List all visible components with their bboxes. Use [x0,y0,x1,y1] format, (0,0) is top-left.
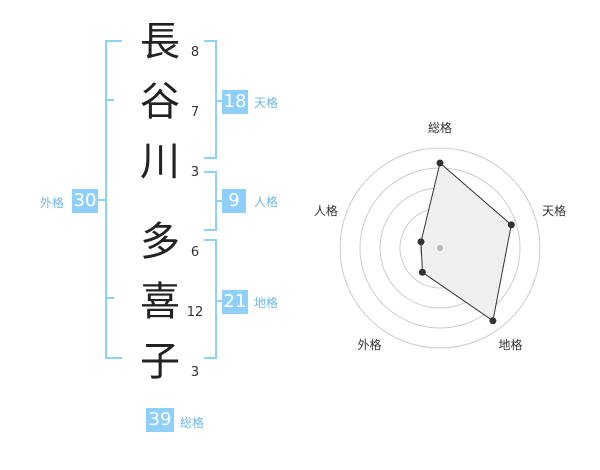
jinkaku-value: 9 [222,189,246,213]
radar-points [417,159,515,325]
radar-point [507,221,515,229]
stroke-count-2: 7 [190,105,200,120]
name-char-5: 喜 [140,279,180,325]
soukaku-value: 39 [146,408,174,432]
name-char-4: 多 [140,219,180,265]
tenkaku-value: 18 [222,90,248,114]
radar-area [420,162,512,322]
soukaku-label: 総格 [180,416,205,430]
radar-axis-label: 天格 [542,203,566,218]
gaikaku-value: 30 [72,189,98,213]
chikaku-bracket [204,239,217,359]
stroke-count-3: 3 [190,165,200,180]
radar-axis-label: 人格 [314,203,338,218]
name-char-6: 子 [140,339,180,385]
chikaku-label: 地格 [254,296,279,310]
radar-point [418,268,426,276]
radar-ring [339,147,541,349]
radar-point [417,238,425,246]
radar-point [436,159,444,167]
stroke-count-6: 3 [190,365,200,380]
name-char-2: 谷 [140,79,180,125]
tenkaku-bracket [204,40,217,159]
name-char-3: 川 [140,139,180,185]
jinkaku-label: 人格 [254,195,279,209]
radar-axis-label: 地格 [499,337,523,352]
stroke-count-5: 12 [186,305,204,320]
radar-point [489,317,497,325]
tenkaku-label: 天格 [254,96,279,110]
radar-axis-label: 外格 [357,337,381,352]
chikaku-value: 21 [222,290,248,314]
radar-axis-label: 総格 [428,120,452,135]
gaikaku-label: 外格 [40,196,65,210]
name-char-1: 長 [140,19,180,65]
stroke-count-1: 8 [190,45,200,60]
stroke-count-4: 6 [190,245,200,260]
radar-center [437,245,443,251]
